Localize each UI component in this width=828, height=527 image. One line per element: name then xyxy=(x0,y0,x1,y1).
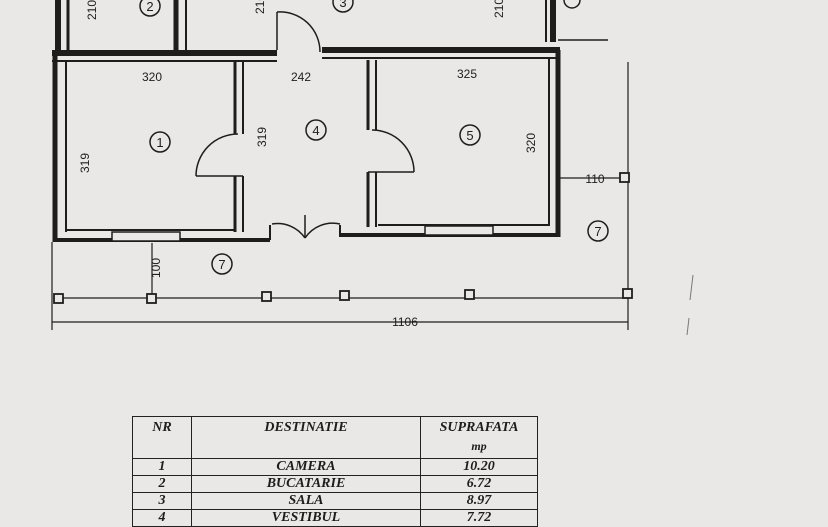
middle-wall xyxy=(52,47,560,62)
dimension-labels: 320 242 325 319 319 320 100 110 1106 210… xyxy=(78,0,605,329)
table-row: 2 BUCATARIE 6.72 xyxy=(132,475,538,493)
upper-door-arc xyxy=(276,11,321,53)
table-row: 4 VESTIBUL 7.72 xyxy=(132,509,538,527)
dim-hall-height: 319 xyxy=(255,127,269,147)
dim-room5-height: 320 xyxy=(524,133,538,153)
room-label-7-left: 7 xyxy=(218,257,225,272)
dim-total-length: 1106 xyxy=(392,315,418,329)
room-number-labels: 2 3 1 4 5 7 7 xyxy=(146,0,601,272)
room-label-3: 3 xyxy=(339,0,346,10)
header-area-unit: mp xyxy=(471,439,487,453)
door-swings xyxy=(195,129,415,239)
exterior-walls xyxy=(52,50,561,242)
terrace xyxy=(51,62,629,330)
row-area: 7.72 xyxy=(420,509,538,527)
row-destination: BUCATARIE xyxy=(191,475,421,493)
table-row: 1 CAMERA 10.20 xyxy=(132,458,538,476)
dim-top-mid: 210 xyxy=(253,0,267,14)
table-row: 3 SALA 8.97 xyxy=(132,492,538,510)
row-area: 6.72 xyxy=(420,475,538,493)
row-destination: CAMERA xyxy=(191,458,421,476)
dim-room1-width: 320 xyxy=(142,70,162,84)
dim-top-right: 210 xyxy=(492,0,506,18)
dim-terrace-depth: 100 xyxy=(149,258,163,278)
area-table: NR DESTINATIE SUPRAFATA mp 1 CAMERA 10.2… xyxy=(132,416,538,527)
header-nr: NR xyxy=(132,416,192,459)
row-nr: 4 xyxy=(132,509,192,527)
dim-terrace-side: 110 xyxy=(585,172,604,186)
row-destination: SALA xyxy=(191,492,421,510)
room-label-7-right: 7 xyxy=(594,224,601,239)
dim-hall-width: 242 xyxy=(291,70,311,84)
dim-top-left: 210 xyxy=(85,0,99,20)
row-area: 10.20 xyxy=(420,458,538,476)
row-nr: 2 xyxy=(132,475,192,493)
header-area: SUPRAFATA mp xyxy=(420,416,538,459)
room-circles xyxy=(139,0,609,275)
room-label-5: 5 xyxy=(466,128,473,143)
row-destination: VESTIBUL xyxy=(191,509,421,527)
room-label-2: 2 xyxy=(146,0,153,14)
dim-room1-height: 319 xyxy=(78,153,92,173)
room-label-4: 4 xyxy=(312,123,319,138)
room-label-1: 1 xyxy=(156,135,163,150)
terrace-posts xyxy=(53,172,633,304)
pencil-marks xyxy=(686,274,694,336)
interior-walls xyxy=(233,60,377,232)
row-nr: 1 xyxy=(132,458,192,476)
header-area-label: SUPRAFATA xyxy=(439,420,519,435)
row-area: 8.97 xyxy=(420,492,538,510)
windows xyxy=(111,225,494,242)
row-nr: 3 xyxy=(132,492,192,510)
upper-rooms xyxy=(55,0,608,50)
dim-room5-width: 325 xyxy=(457,67,477,81)
header-destination: DESTINATIE xyxy=(191,416,421,459)
